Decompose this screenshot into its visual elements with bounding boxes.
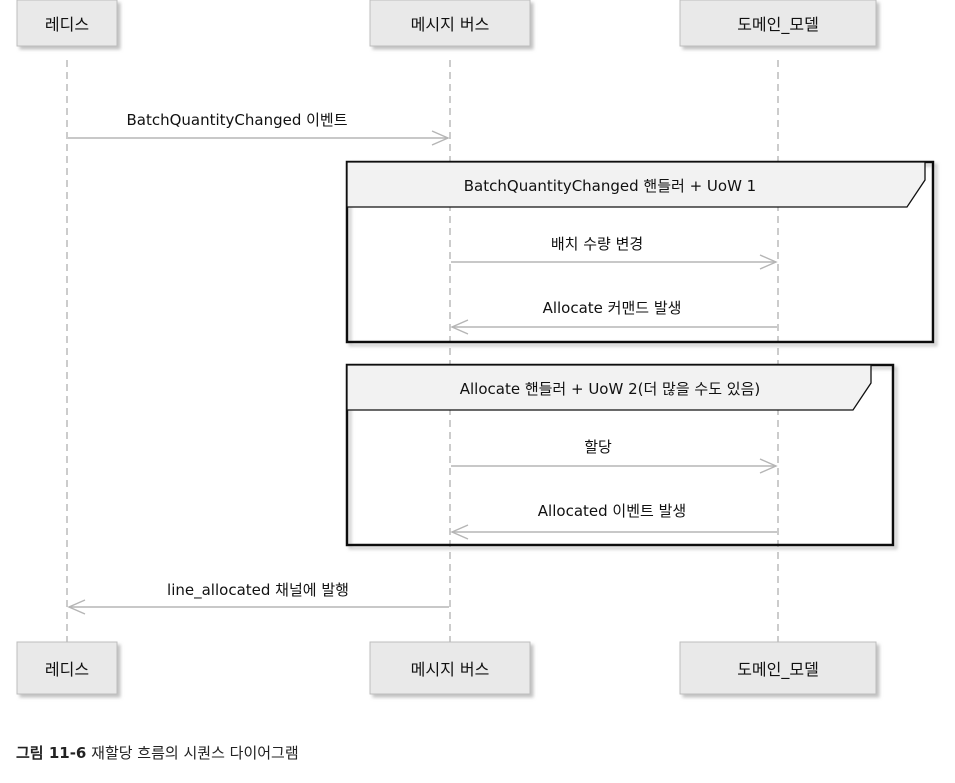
group-label: Allocate 핸들러 + UoW 2(더 많을 수도 있음): [460, 380, 761, 398]
message-label: Allocate 커맨드 발생: [543, 299, 682, 317]
participant-label: 도메인_모델: [737, 15, 819, 35]
message-3: Allocate 커맨드 발생: [450, 299, 777, 335]
message-label: BatchQuantityChanged 이벤트: [126, 111, 347, 129]
message-4: 할당: [451, 438, 778, 474]
group-frame-1: BatchQuantityChanged 핸들러 + UoW 1: [345, 160, 935, 344]
message-label: Allocated 이벤트 발생: [538, 502, 686, 520]
message-6: line_allocated 채널에 발행: [67, 581, 449, 615]
message-label: 할당: [584, 438, 612, 456]
participant-label: 도메인_모델: [737, 660, 819, 680]
message-5: Allocated 이벤트 발생: [450, 502, 777, 540]
participant-top-redis: 레디스: [16, 0, 118, 47]
message-label: line_allocated 채널에 발행: [167, 581, 349, 600]
message-1: BatchQuantityChanged 이벤트: [68, 111, 450, 146]
participant-top-model: 도메인_모델: [679, 0, 877, 47]
figure-number: 그림 11-6: [16, 744, 87, 762]
figure-caption-text: 재할당 흐름의 시퀀스 다이어그램: [91, 744, 299, 762]
group-frame-2: Allocate 핸들러 + UoW 2(더 많을 수도 있음): [345, 363, 895, 547]
participant-label: 레디스: [45, 660, 89, 679]
message-label: 배치 수량 변경: [551, 235, 643, 253]
participant-top-bus: 메시지 버스: [369, 0, 531, 47]
participant-bottom-model: 도메인_모델: [679, 641, 877, 695]
figure-caption: 그림 11-6 재할당 흐름의 시퀀스 다이어그램: [16, 742, 299, 763]
participant-label: 메시지 버스: [411, 660, 490, 679]
participant-label: 레디스: [45, 15, 89, 34]
participant-bottom-bus: 메시지 버스: [369, 641, 531, 695]
participant-bottom-redis: 레디스: [16, 641, 118, 695]
message-2: 배치 수량 변경: [451, 235, 778, 270]
participant-label: 메시지 버스: [411, 15, 490, 34]
group-label: BatchQuantityChanged 핸들러 + UoW 1: [464, 177, 756, 195]
